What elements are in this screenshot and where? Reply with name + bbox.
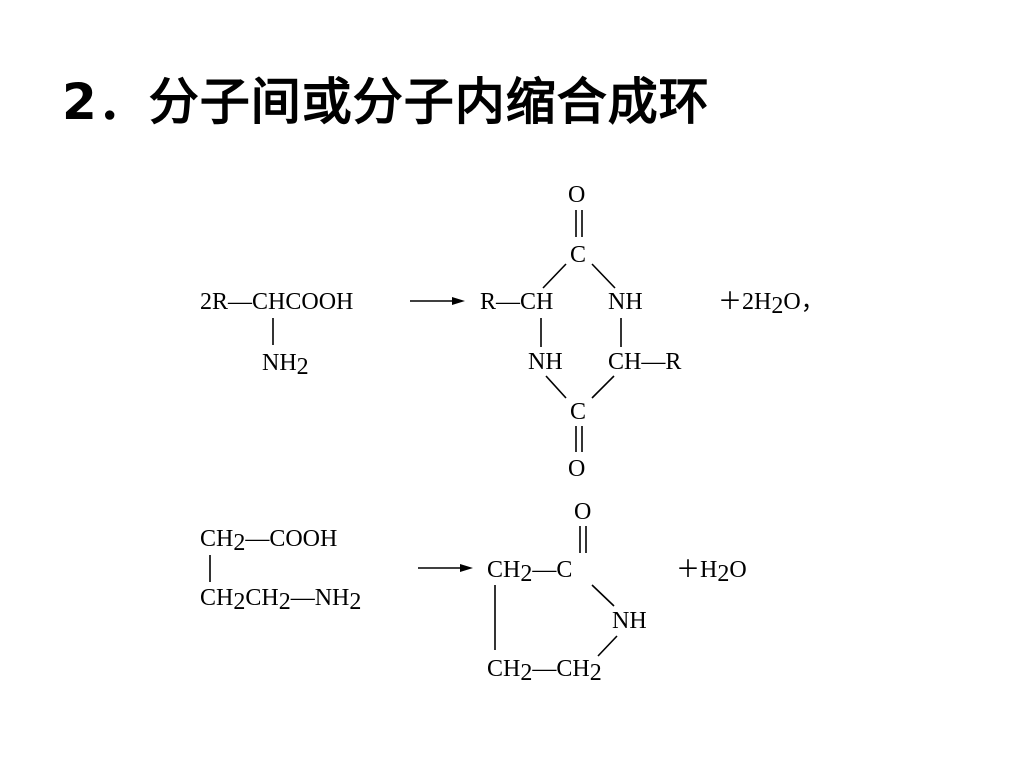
- product2-ch2-bottom-right-subscript: 2: [590, 660, 602, 686]
- reaction1-byproduct: ＋2H2O，: [718, 289, 825, 319]
- byproduct1-suffix: O，: [783, 289, 824, 315]
- reactant2-cooh: —COOH: [244, 526, 337, 552]
- product1-bond-top-right: [591, 263, 616, 289]
- reaction2-product: O CH2—C NH CH2—CH2: [487, 499, 647, 686]
- reactant2-ch2-b: CH: [200, 585, 233, 611]
- product1-left-top-group: R—CH: [480, 289, 553, 315]
- product1-right-bottom-group: CH—R: [608, 349, 681, 375]
- product2-ch2-top: CH: [487, 557, 520, 583]
- product1-bottom-carbon: C: [570, 399, 586, 425]
- product1-bond-bottom-left: [545, 375, 567, 399]
- product2-bottom-row: CH2—CH2: [487, 656, 602, 686]
- reaction1-arrow: [410, 297, 465, 305]
- product2-bond-c-nh: [591, 584, 615, 607]
- reaction1-arrow-head: [452, 297, 465, 305]
- product2-oxygen: O: [574, 499, 591, 525]
- product2-top-row: CH2—C: [487, 557, 572, 587]
- byproduct2-subscript: 2: [717, 561, 729, 587]
- byproduct2-prefix: ＋H: [676, 557, 717, 583]
- product2-bond-nh-ch2: [597, 635, 618, 657]
- reaction2-arrow: [418, 564, 473, 572]
- byproduct2-suffix: O: [729, 557, 746, 583]
- reactant2-ch2-a-subscript: 2: [233, 530, 245, 556]
- byproduct1-prefix: ＋2H: [718, 289, 771, 315]
- product1-top-carbon: C: [570, 242, 586, 268]
- reactant2-ch2-c-subscript: 2: [279, 589, 291, 615]
- reactant2-nh2-subscript: 2: [349, 589, 361, 615]
- product2-ch2-bottom-right: —CH: [531, 656, 589, 682]
- product1-bond-bottom-right: [591, 375, 615, 399]
- reactant1-formula: 2R—CHCOOH: [200, 289, 353, 315]
- reactant1-amino-subscript: 2: [297, 354, 309, 380]
- reaction2-arrow-head: [460, 564, 473, 572]
- reaction1-product: O C R—CH NH NH CH—R C O: [480, 182, 681, 482]
- product2-carbonyl-carbon: —C: [531, 557, 572, 583]
- reactant2-nh2: —NH: [290, 585, 350, 611]
- byproduct1-subscript: 2: [771, 293, 783, 319]
- product2-ch2-bottom-left-subscript: 2: [520, 660, 532, 686]
- product1-right-top-group: NH: [608, 289, 643, 315]
- product2-ch2-top-subscript: 2: [520, 561, 532, 587]
- reactant2-ch2-b-subscript: 2: [233, 589, 245, 615]
- product1-top-oxygen: O: [568, 182, 585, 208]
- slide-title: 2．分子间或分子内缩合成环: [62, 73, 710, 131]
- reactant2-line2: CH2CH2—NH2: [200, 585, 361, 615]
- product2-nh: NH: [612, 608, 647, 634]
- reactant2-line1: CH2—COOH: [200, 526, 337, 556]
- reactant2-ch2-a: CH: [200, 526, 233, 552]
- product2-ch2-bottom-left: CH: [487, 656, 520, 682]
- product1-bottom-oxygen: O: [568, 456, 585, 482]
- reactant2-ch2-c: CH: [245, 585, 278, 611]
- reactant1-amino-group: NH2: [262, 350, 309, 380]
- reaction2-reactant: CH2—COOH CH2CH2—NH2: [200, 526, 361, 615]
- reaction2-byproduct: ＋H2O: [676, 557, 747, 587]
- reactant1-amino-text: NH: [262, 350, 297, 376]
- product1-left-bottom-group: NH: [528, 349, 563, 375]
- product1-bond-top-left: [542, 263, 567, 289]
- reaction1-reactant: 2R—CHCOOH NH2: [200, 289, 353, 380]
